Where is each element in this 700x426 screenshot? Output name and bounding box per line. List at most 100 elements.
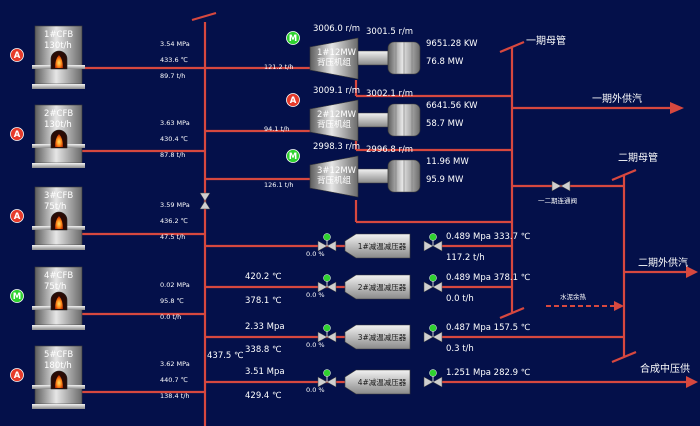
reducer-body [344,274,411,300]
status-letter: A [14,371,21,381]
reducer-inlet-valve-icon[interactable] [317,233,337,252]
boiler-capacity: 130t/h [44,41,72,51]
boiler-pressure: 3.54 MPa [160,40,190,48]
turbine-type: 背压机组 [317,175,352,186]
reducer-name: 2#减温减压器 [358,282,407,292]
turbine-speed-1: 2998.3 r/m [313,142,360,152]
header-valve-icon[interactable] [199,192,211,210]
boiler-flow: 89.7 t/h [160,72,185,80]
status-letter: A [290,96,297,106]
reducer-outlet-valve-icon[interactable] [423,233,443,252]
flame-icon [55,296,63,309]
boiler-name: 3#CFB [44,191,73,201]
boiler-temperature: 440.7 ℃ [160,376,188,384]
reducer-body [344,233,411,259]
reducer-outlet-flow: 0.3 t/h [446,344,474,354]
boiler-capacity: 180t/h [44,361,72,371]
phase1-supply-label: 一期外供汽 [592,92,642,105]
turbine-shaft [357,168,389,184]
boiler-base [32,325,85,330]
valve-actuator-icon [429,274,437,282]
boiler-temperature: 433.6 ℃ [160,56,188,64]
turbine-output: 95.9 MW [426,175,464,185]
turbine-speed-2: 3002.1 r/m [366,89,413,99]
reducer-outlet-valve-icon[interactable] [423,324,443,343]
turbine-name: 3#12MW [317,166,357,176]
turbine-type: 背压机组 [317,119,352,130]
reducer-body [344,369,411,395]
valve-actuator-icon [429,324,437,332]
boiler-status-icon: A [10,368,24,382]
reducer-outlet-valve-icon[interactable] [423,369,443,388]
turbine-inlet-flow: 126.1 t/h [264,181,294,189]
boiler-name: 5#CFB [44,350,73,360]
phase1-header-label: 一期母管 [526,34,566,47]
reducer-inlet-reading: 3.51 Mpa [245,367,285,377]
boiler-temperature: 430.4 ℃ [160,135,188,143]
status-letter: A [14,51,21,61]
boiler-status-icon: M [10,289,24,303]
turbine-power: 9651.28 KW [426,39,478,49]
reducer-inlet-valve-icon[interactable] [317,274,337,293]
flame-icon [55,55,63,68]
turbine-speed-2: 2996.8 r/m [366,145,413,155]
phase2-header-label: 二期母管 [618,151,658,164]
reducer-outlet-reading: 0.489 Mpa 333.7 ℃ [446,232,531,242]
valve-actuator-icon [323,274,331,282]
reducer-outlet-flow: 117.2 t/h [446,253,485,263]
boiler-status-icon: A [10,48,24,62]
boiler-capacity: 130t/h [44,120,72,130]
turbine-inlet-flow: 121.2 t/h [264,63,294,71]
reducer-valve-opening: 0.0 % [306,291,325,299]
main-temp-c: 429.4 ℃ [245,391,282,401]
reducer-valve-opening: 0.0 % [306,386,325,394]
boiler-flow: 138.4 t/h [160,392,190,400]
turbine-speed-1: 3009.1 r/m [313,86,360,96]
turbine-status-icon: A [286,93,300,107]
main-header-temp: 437.5 ℃ [207,351,244,361]
reducer-valve-opening: 0.0 % [306,341,325,349]
turbine-output: 58.7 MW [426,119,464,129]
status-letter: M [13,292,21,302]
reducer-outlet-valve-icon[interactable] [423,274,443,293]
boiler-temperature: 436.2 ℃ [160,217,188,225]
reducer-inlet-valve-icon[interactable] [317,324,337,343]
link-valve-icon[interactable] [551,180,571,192]
main-temp-b: 338.8 ℃ [245,345,282,355]
boiler-flow: 87.8 t/h [160,151,185,159]
boiler-base [32,245,85,250]
boiler-name: 4#CFB [44,271,73,281]
boiler-flow: 47.5 t/h [160,233,185,241]
valve-actuator-icon [429,369,437,377]
cement-heat-label: 水泥余热 [560,292,587,301]
boiler-pressure: 3.63 MPa [160,119,190,127]
turbine-type: 背压机组 [317,57,352,68]
boiler-capacity: 75t/h [44,282,66,292]
reducer-inlet-valve-icon[interactable] [317,369,337,388]
valve-actuator-icon [323,233,331,241]
reducer-name: 3#减温减压器 [358,332,407,342]
turbine-status-icon: M [286,31,300,45]
turbine-name: 1#12MW [317,48,357,58]
flame-icon [55,134,63,147]
valve-actuator-icon [323,324,331,332]
status-letter: M [289,152,297,162]
mid-pressure-supply-label: 合成中压供 [640,362,690,375]
reducer-body [344,324,411,350]
turbine-casing [309,99,359,142]
